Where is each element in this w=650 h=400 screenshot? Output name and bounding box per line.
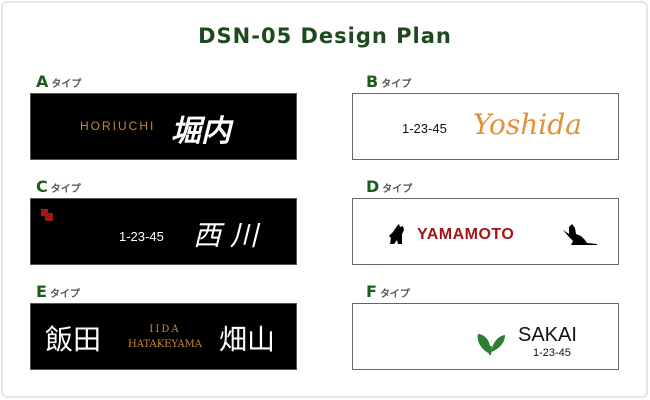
type-suffix: タイプ <box>382 184 413 195</box>
type-letter: C <box>36 177 48 196</box>
red-square-icon <box>41 209 48 216</box>
type-letter: F <box>366 282 377 301</box>
plate-name: YAMAMOTO <box>417 226 515 243</box>
type-suffix: タイプ <box>381 79 412 90</box>
type-suffix: タイプ <box>50 184 81 195</box>
plate-number: 1-23-45 <box>402 121 447 136</box>
type-suffix: タイプ <box>49 289 80 300</box>
plate-kanji-left: 飯田 <box>45 323 102 356</box>
plate-kanji-name: 西 川 <box>193 219 258 252</box>
type-letter: E <box>36 282 47 301</box>
plate-roman-bottom: HATAKEYAMA <box>127 339 203 350</box>
plate-roman-name: HORIUCHI <box>80 119 156 133</box>
plate-roman-top: IIDA <box>149 324 181 335</box>
plate-script-name: Yoshida <box>473 108 582 141</box>
plate-kanji-right: 畑山 <box>219 323 276 356</box>
leaf-icon <box>477 334 505 356</box>
page-title: DSN-05 Design Plan <box>198 24 452 48</box>
cat-icon <box>563 224 597 245</box>
plate-f: SAKAI 1-23-45 <box>352 303 619 370</box>
type-letter: D <box>366 177 380 196</box>
plate-e: 飯田 IIDA HATAKEYAMA 畑山 <box>30 303 297 370</box>
plate-c: 1-23-45 西 川 <box>30 198 297 265</box>
plate-d: YAMAMOTO <box>352 198 619 265</box>
cat-icon <box>383 224 404 244</box>
red-square-icon <box>45 213 53 221</box>
plate-name: SAKAI <box>518 324 577 346</box>
plate-a: HORIUCHI 堀内 <box>30 93 297 160</box>
plate-number: 1-23-45 <box>119 229 164 244</box>
plate-b: 1-23-45 Yoshida <box>352 93 619 160</box>
type-letter: A <box>36 72 49 91</box>
plate-number: 1-23-45 <box>533 347 571 359</box>
type-suffix: タイプ <box>51 79 82 90</box>
type-suffix: タイプ <box>379 289 410 300</box>
type-letter: B <box>366 72 379 91</box>
plate-kanji-name: 堀内 <box>171 114 231 149</box>
